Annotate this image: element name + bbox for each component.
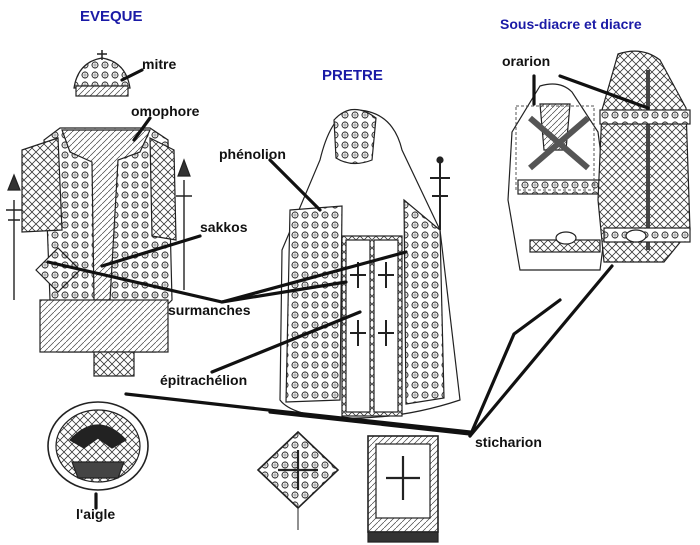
orarion-highlight-box <box>515 105 595 191</box>
leader-omophore <box>132 116 152 142</box>
label-sticharion: sticharion <box>475 434 542 450</box>
leader-sticharion-bishop <box>124 392 472 434</box>
deacon-drawing <box>597 50 691 263</box>
leader-orarion-right <box>558 74 650 110</box>
leader-phenolion <box>268 158 322 212</box>
leader-lines <box>46 68 650 510</box>
priest-figure <box>256 108 461 543</box>
label-phenolion: phénolion <box>219 146 286 162</box>
deacon-figures <box>507 50 691 271</box>
leader-epitrachelion <box>210 310 362 374</box>
epigonation-drawing <box>256 430 340 530</box>
mitre-drawing <box>73 50 131 97</box>
leader-sticharion-priest <box>268 410 472 436</box>
label-orarion: orarion <box>502 53 551 69</box>
epitrachelion-drawing <box>341 235 403 417</box>
label-surmanches: surmanches <box>168 302 251 318</box>
heading-deacons: Sous-diacre et diacre <box>500 16 642 32</box>
label-omophore: omophore <box>131 103 200 119</box>
leader-surmanches-right <box>220 250 408 304</box>
leader-mitre <box>120 68 144 82</box>
orarion-drawing <box>528 115 590 171</box>
nabedrennik-drawing <box>367 435 439 543</box>
heading-priest: PRETRE <box>322 67 383 84</box>
label-eagle: l'aigle <box>76 506 116 522</box>
heading-bishop: EVEQUE <box>80 8 143 25</box>
bishop-figure <box>6 50 192 491</box>
label-sakkos: sakkos <box>200 219 248 235</box>
leader-sticharion-deacon <box>468 264 614 438</box>
subdeacon-drawing <box>507 83 609 271</box>
label-epitrachelion: épitrachélion <box>160 372 248 388</box>
leader-sticharion-subdeacon <box>468 298 562 438</box>
leader-sakkos <box>100 234 202 268</box>
eagle-rug-drawing <box>47 401 149 491</box>
label-mitre: mitre <box>142 56 177 72</box>
